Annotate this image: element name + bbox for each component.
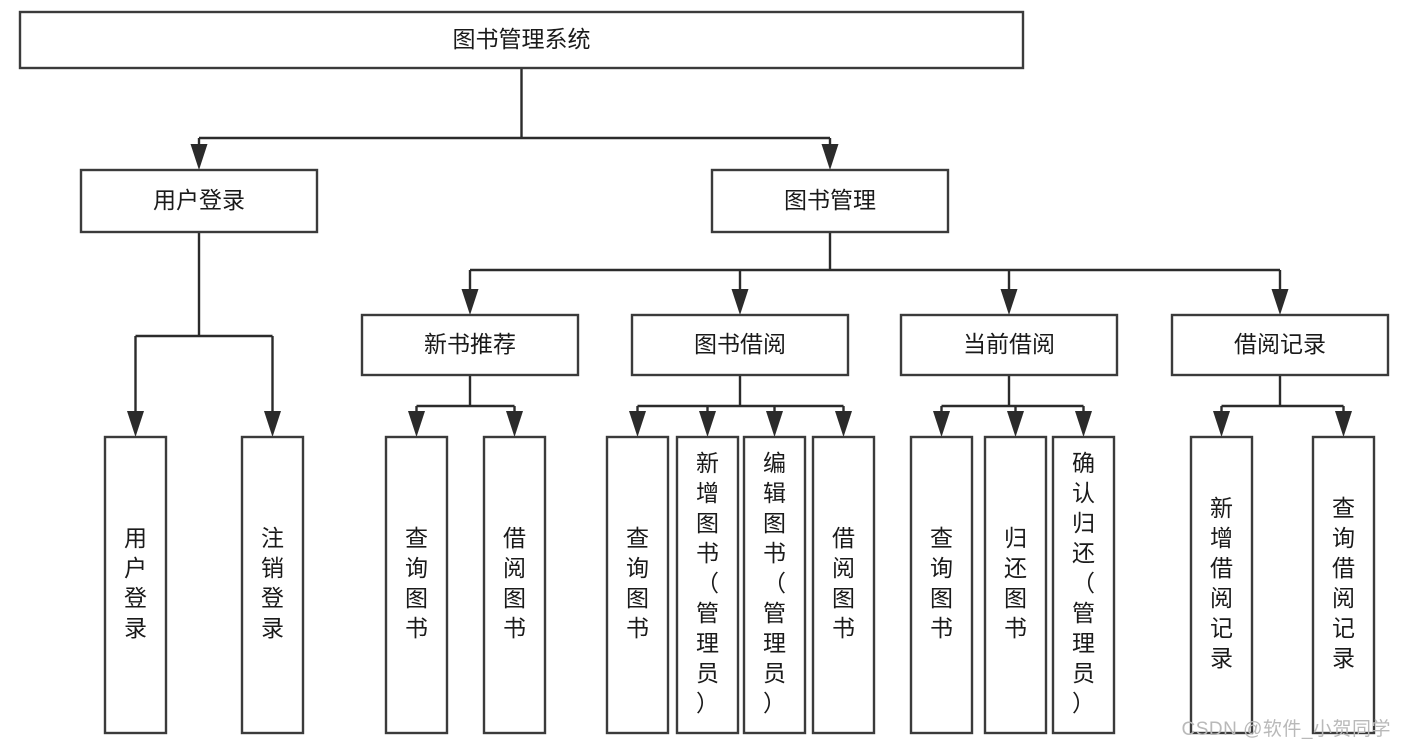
- node-box-leaf-add-book[interactable]: [675, 435, 740, 735]
- node-book-borrow[interactable]: 图书借阅: [630, 313, 850, 377]
- node-label-root: 图书管理系统: [453, 26, 591, 52]
- node-leaf-borrow-book[interactable]: 借阅图书: [811, 435, 876, 735]
- node-leaf-query-book-borrow[interactable]: 查询图书: [605, 435, 670, 735]
- node-label-leaf-edit-book: 编辑图书（管理员）: [763, 450, 786, 716]
- node-label-book-management: 图书管理: [784, 187, 876, 213]
- node-leaf-query-borrow-record[interactable]: 查询借阅记录: [1311, 435, 1376, 735]
- node-leaf-confirm-return[interactable]: 确认归还（管理员）: [1051, 435, 1116, 735]
- node-leaf-add-book[interactable]: 新增图书（管理员）: [675, 435, 740, 735]
- node-label-leaf-confirm-return: 确认归还（管理员）: [1072, 450, 1095, 716]
- node-box-book-borrow[interactable]: [630, 313, 850, 377]
- node-box-borrow-record[interactable]: [1170, 313, 1390, 377]
- node-label-leaf-logout-login: 注销登录: [261, 525, 284, 641]
- node-label-new-book-recommend: 新书推荐: [424, 331, 516, 357]
- node-label-leaf-query-book-recommend: 查询图书: [405, 525, 428, 641]
- node-borrow-record[interactable]: 借阅记录: [1170, 313, 1390, 377]
- node-box-user-login[interactable]: [79, 168, 319, 234]
- node-label-leaf-borrow-book: 借阅图书: [832, 525, 855, 641]
- node-leaf-logout-login[interactable]: 注销登录: [240, 435, 305, 735]
- node-book-management[interactable]: 图书管理: [710, 168, 950, 234]
- node-box-new-book-recommend[interactable]: [360, 313, 580, 377]
- node-box-leaf-borrow-book[interactable]: [811, 435, 876, 735]
- node-label-leaf-return-book: 归还图书: [1004, 525, 1027, 641]
- node-label-leaf-query-book-current: 查询图书: [930, 525, 953, 641]
- node-label-leaf-query-book-borrow: 查询图书: [626, 525, 649, 641]
- node-leaf-return-book[interactable]: 归还图书: [983, 435, 1048, 735]
- node-label-borrow-record: 借阅记录: [1234, 331, 1326, 357]
- node-leaf-user-login[interactable]: 用户登录: [103, 435, 168, 735]
- node-box-leaf-query-book-borrow[interactable]: [605, 435, 670, 735]
- node-root[interactable]: 图书管理系统: [18, 10, 1025, 70]
- node-box-book-management[interactable]: [710, 168, 950, 234]
- node-label-leaf-add-book: 新增图书（管理员）: [696, 450, 719, 716]
- node-box-leaf-return-book[interactable]: [983, 435, 1048, 735]
- node-box-leaf-query-book-recommend[interactable]: [384, 435, 449, 735]
- node-leaf-query-book-recommend[interactable]: 查询图书: [384, 435, 449, 735]
- node-box-leaf-query-book-current[interactable]: [909, 435, 974, 735]
- node-label-user-login: 用户登录: [153, 187, 245, 213]
- node-box-leaf-borrow-book-recommend[interactable]: [482, 435, 547, 735]
- node-layer: 图书管理系统用户登录图书管理新书推荐图书借阅当前借阅借阅记录用户登录注销登录查询…: [18, 10, 1390, 735]
- node-current-borrow[interactable]: 当前借阅: [899, 313, 1119, 377]
- node-leaf-edit-book[interactable]: 编辑图书（管理员）: [742, 435, 807, 735]
- node-box-leaf-confirm-return[interactable]: [1051, 435, 1116, 735]
- node-label-leaf-query-borrow-record: 查询借阅记录: [1332, 495, 1355, 671]
- node-new-book-recommend[interactable]: 新书推荐: [360, 313, 580, 377]
- node-label-leaf-borrow-book-recommend: 借阅图书: [503, 525, 526, 641]
- node-box-leaf-user-login[interactable]: [103, 435, 168, 735]
- node-leaf-borrow-book-recommend[interactable]: 借阅图书: [482, 435, 547, 735]
- node-label-current-borrow: 当前借阅: [963, 331, 1055, 357]
- node-label-leaf-user-login: 用户登录: [124, 525, 147, 641]
- node-box-root[interactable]: [18, 10, 1025, 70]
- node-box-leaf-query-borrow-record[interactable]: [1311, 435, 1376, 735]
- node-box-leaf-add-borrow-record[interactable]: [1189, 435, 1254, 735]
- node-label-leaf-add-borrow-record: 新增借阅记录: [1210, 495, 1233, 671]
- node-leaf-add-borrow-record[interactable]: 新增借阅记录: [1189, 435, 1254, 735]
- connector-layer: [127, 68, 1352, 437]
- node-box-current-borrow[interactable]: [899, 313, 1119, 377]
- node-box-leaf-edit-book[interactable]: [742, 435, 807, 735]
- node-user-login[interactable]: 用户登录: [79, 168, 319, 234]
- node-leaf-query-book-current[interactable]: 查询图书: [909, 435, 974, 735]
- node-label-book-borrow: 图书借阅: [694, 331, 786, 357]
- node-box-leaf-logout-login[interactable]: [240, 435, 305, 735]
